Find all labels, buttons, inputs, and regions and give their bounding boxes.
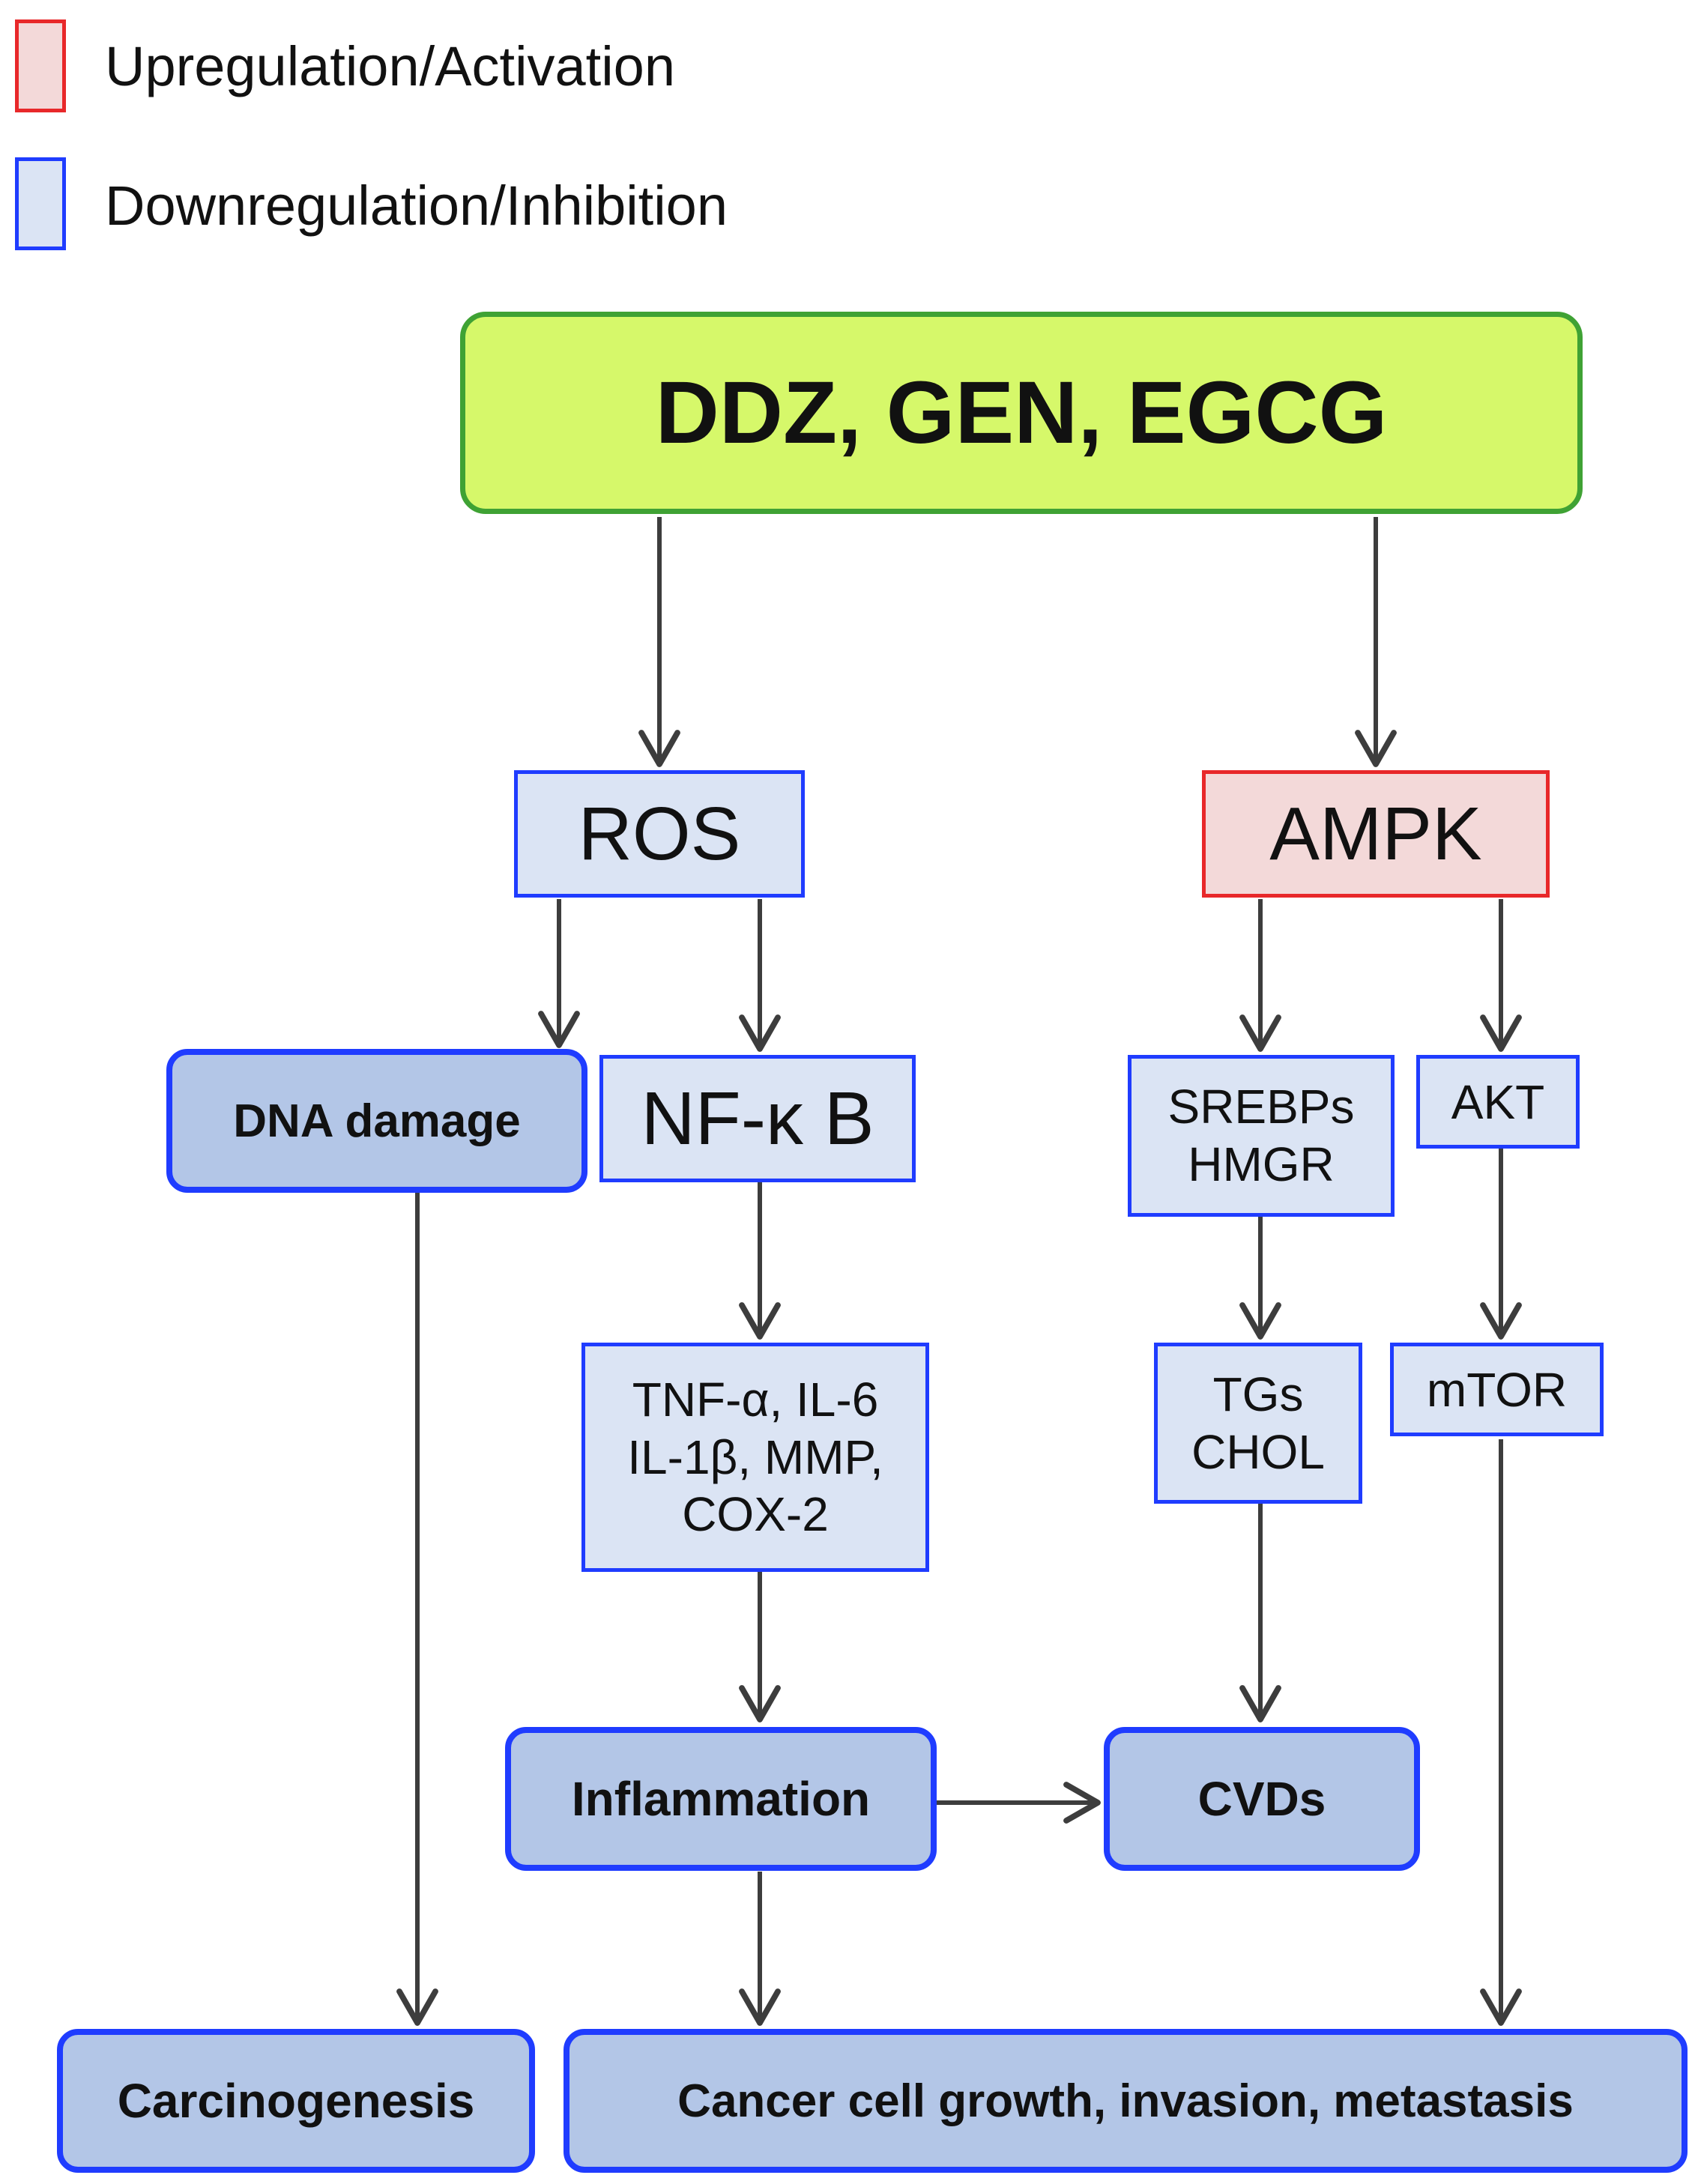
cytokines-node: TNF-α, IL-6 IL-1β, MMP, COX-2 (581, 1343, 929, 1572)
carcinogenesis-node: Carcinogenesis (57, 2029, 535, 2173)
nfkb-node: NF-κ B (599, 1055, 916, 1182)
inflammation-node: Inflammation (505, 1727, 937, 1871)
srebps-hmgr-node: SREBPs HMGR (1128, 1055, 1395, 1217)
dna-damage-node: DNA damage (166, 1049, 587, 1193)
legend-label-up: Upregulation/Activation (105, 35, 675, 97)
cvds-node: CVDs (1104, 1727, 1420, 1871)
legend-swatch-up (15, 19, 66, 112)
cancer-outcome-node: Cancer cell growth, invasion, metastasis (564, 2029, 1688, 2173)
tgs-chol-node: TGs CHOL (1154, 1343, 1362, 1504)
ros-node: ROS (514, 770, 805, 898)
mtor-node: mTOR (1390, 1343, 1604, 1436)
ampk-node: AMPK (1202, 770, 1550, 898)
akt-node: AKT (1416, 1055, 1580, 1149)
compounds-node: DDZ, GEN, EGCG (460, 312, 1583, 514)
legend-swatch-down (15, 157, 66, 250)
legend-label-down: Downregulation/Inhibition (105, 175, 728, 237)
